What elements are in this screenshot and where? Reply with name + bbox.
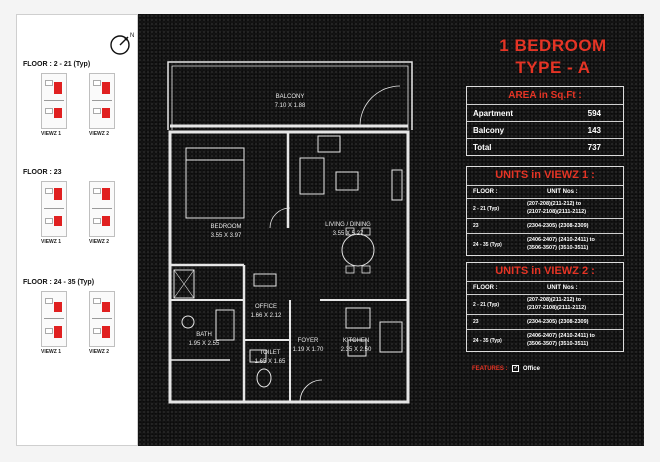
units-viewz1-heading: UNITS in VIEWZ 1 : [495,169,595,181]
room-name-office: OFFICE [255,304,277,310]
units-cell: (2107-2108)(2111-2112) [527,305,587,311]
units-viewz1-table: UNITS in VIEWZ 1 : FLOOR : UNIT Nos : 2 … [466,166,624,256]
units-cell: (2107-2108)(2111-2112) [527,209,587,215]
room-name-balcony: BALCONY [276,94,305,100]
svg-text:N: N [130,33,134,39]
units-cell: (2406-2407) (2410-2411) to [527,237,595,243]
viewz-label: VIEWZ 2 [89,131,110,137]
area-value: 737 [587,143,601,152]
key-plan-viewz1 [41,73,67,129]
table-row: 2 - 21 (Typ) (207-208)(211-212) to (2107… [467,198,623,219]
room-dims-kitchen: 2.35 X 2.50 [341,347,372,353]
unit-title-line2: TYPE - A [515,58,591,77]
room-dims-foyer: 1.19 X 1.70 [293,347,324,353]
units-cell: (207-208)(211-212) to [527,297,582,303]
table-row: 23 (2304-2305) (2308-2309) [467,314,623,330]
table-header-row: FLOOR : UNIT Nos : [467,185,623,199]
viewz-label: VIEWZ 1 [41,131,62,137]
units-cell: (207-208)(211-212) to [527,201,582,207]
units-cell: (2406-2407) (2410-2411) to [527,333,595,339]
viewz-label: VIEWZ 2 [89,349,110,355]
table-row: 2 - 21 (Typ) (207-208)(211-212) to (2107… [467,294,623,315]
floor-plan: BALCONY 7.10 X 1.88 BEDROOM 3.55 X 3.97 … [167,61,413,404]
room-name-bath: BATH [196,332,212,338]
units-cell: (3506-3507) (3510-3511) [527,245,589,251]
room-dims-office: 1.66 X 2.12 [251,313,282,319]
key-plan-viewz1 [41,291,67,347]
room-name-kitchen: KITCHEN [343,338,369,344]
checkbox-icon: ✓ [512,365,520,372]
key-plan-viewz2 [89,73,115,129]
table-header-row: FLOOR : UNIT Nos : [467,281,623,295]
area-heading: AREA in Sq.Ft : [508,90,582,101]
key-plan-panel: N FLOOR : 2 - 21 (Typ) VIEWZ 1 VIEWZ 2 F… [16,14,138,446]
room-dims-bedroom: 3.55 X 3.97 [211,233,242,239]
floor-cell: 2 - 21 (Typ) [473,302,500,308]
table-row: 24 - 35 (Typ) (2406-2407) (2410-2411) to… [467,329,623,352]
floor-label: FLOOR : 23 [23,169,62,176]
room-dims-balcony: 7.10 X 1.88 [275,103,306,109]
floor-cell: 23 [473,223,479,229]
col-floor-header: FLOOR : [473,189,498,195]
feature-item: Office [522,366,540,373]
room-name-toilet: TOILET [260,350,281,356]
room-name-foyer: FOYER [298,338,319,344]
room-name-living: LIVING / DINING [325,222,371,228]
area-table: AREA in Sq.Ft : Apartment 594 Balcony 14… [466,86,624,156]
floor-cell: 2 - 21 (Typ) [473,206,500,212]
key-plan-viewz2 [89,291,115,347]
area-label: Apartment [473,109,514,118]
unit-title-line1: 1 BEDROOM [499,36,607,55]
viewz-label: VIEWZ 1 [41,239,62,245]
table-row: Apartment 594 [467,104,623,122]
room-name-bedroom: BEDROOM [210,224,241,230]
key-plan-viewz2 [89,181,115,237]
features-line: FEATURES : ✓ Office [472,365,540,372]
floor-label: FLOOR : 2 - 21 (Typ) [23,61,91,68]
floor-cell: 24 - 35 (Typ) [473,242,502,248]
area-value: 143 [587,126,601,135]
compass-icon: N [110,33,134,55]
table-row: Total 737 [467,138,623,156]
units-cell: (2304-2305) (2308-2309) [527,319,589,325]
table-row: 24 - 35 (Typ) (2406-2407) (2410-2411) to… [467,233,623,256]
area-value: 594 [587,109,601,118]
col-floor-header: FLOOR : [473,285,498,291]
room-dims-bath: 1.95 X 2.55 [189,341,220,347]
floor-cell: 24 - 35 (Typ) [473,338,502,344]
area-label: Balcony [473,126,505,135]
units-viewz2-table: UNITS in VIEWZ 2 : FLOOR : UNIT Nos : 2 … [466,262,624,352]
table-row: Balcony 143 [467,121,623,139]
table-row: 23 (2304-2305) (2308-2309) [467,218,623,234]
units-cell: (2304-2305) (2308-2309) [527,223,589,229]
viewz-label: VIEWZ 2 [89,239,110,245]
room-dims-toilet: 1.65 X 1.65 [255,359,286,365]
room-dims-living: 3.55 X 5.27 [333,231,364,237]
features-label: FEATURES : [472,366,508,373]
units-viewz2-heading: UNITS in VIEWZ 2 : [495,265,595,277]
viewz-label: VIEWZ 1 [41,349,62,355]
floor-cell: 23 [473,319,479,325]
area-label: Total [473,143,492,152]
units-cell: (3506-3507) (3510-3511) [527,341,589,347]
floor-label: FLOOR : 24 - 35 (Typ) [23,279,95,286]
col-units-header: UNIT Nos : [547,189,578,195]
col-units-header: UNIT Nos : [547,285,578,291]
key-plan-viewz1 [41,181,67,237]
